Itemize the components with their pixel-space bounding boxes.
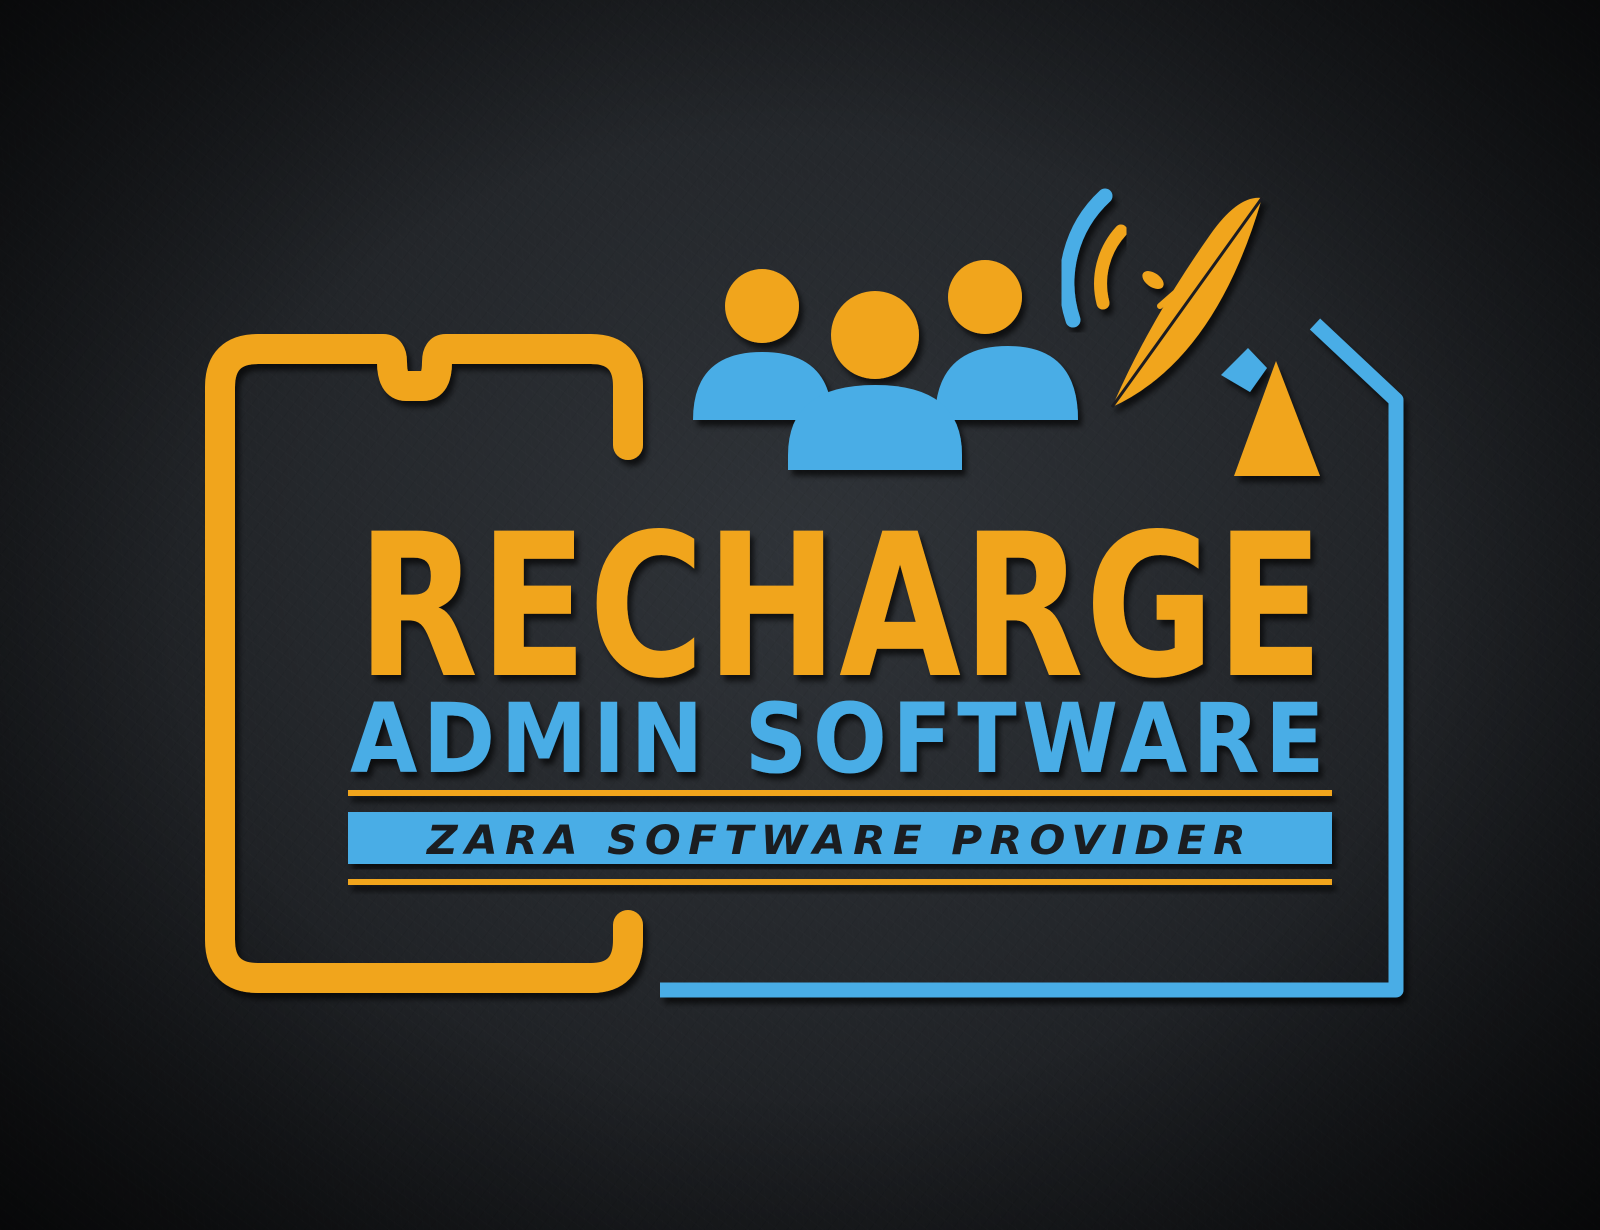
logo-title: RECHARGE	[357, 491, 1325, 722]
signal-waves-icon	[1059, 188, 1128, 328]
phone-outline-icon	[205, 334, 643, 993]
tagline-band	[348, 812, 1332, 864]
tagline-rules	[348, 790, 1332, 885]
house-outline-icon	[660, 318, 1404, 998]
satellite-dish-icon	[1110, 197, 1320, 476]
users-group-icon	[693, 260, 1078, 470]
logo-tagline: ZARA SOFTWARE PROVIDER	[425, 818, 1253, 864]
logo-subtitle: ADMIN SOFTWARE	[350, 683, 1330, 795]
